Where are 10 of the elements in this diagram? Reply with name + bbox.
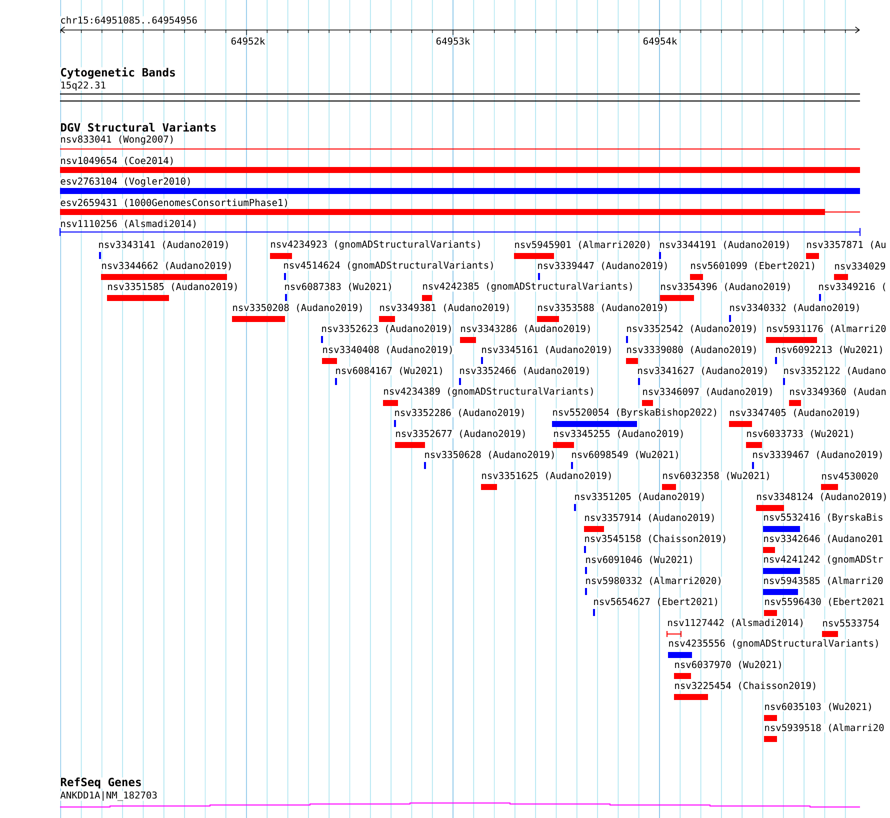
track-title: Cytogenetic Bands	[60, 67, 176, 79]
feature-label: nsv1127442 (Alsmadi2014)	[667, 618, 804, 628]
feature-label: nsv5945901 (Almarri2020)	[514, 240, 652, 250]
feature-label: ANKDD1A|NM_182703	[60, 791, 158, 801]
feature-label: nsv1110256 (Alsmadi2014)	[60, 220, 198, 228]
feature-label: nsv5980332 (Almarri2020)	[585, 576, 722, 586]
feature-label: nsv5943585 (Almarri20	[763, 576, 884, 586]
track-title: RefSeq Genes	[60, 778, 142, 788]
feature-label: nsv5931176 (Almarri20	[766, 324, 886, 334]
feature-label: nsv5939518 (Almarri20	[764, 724, 884, 732]
